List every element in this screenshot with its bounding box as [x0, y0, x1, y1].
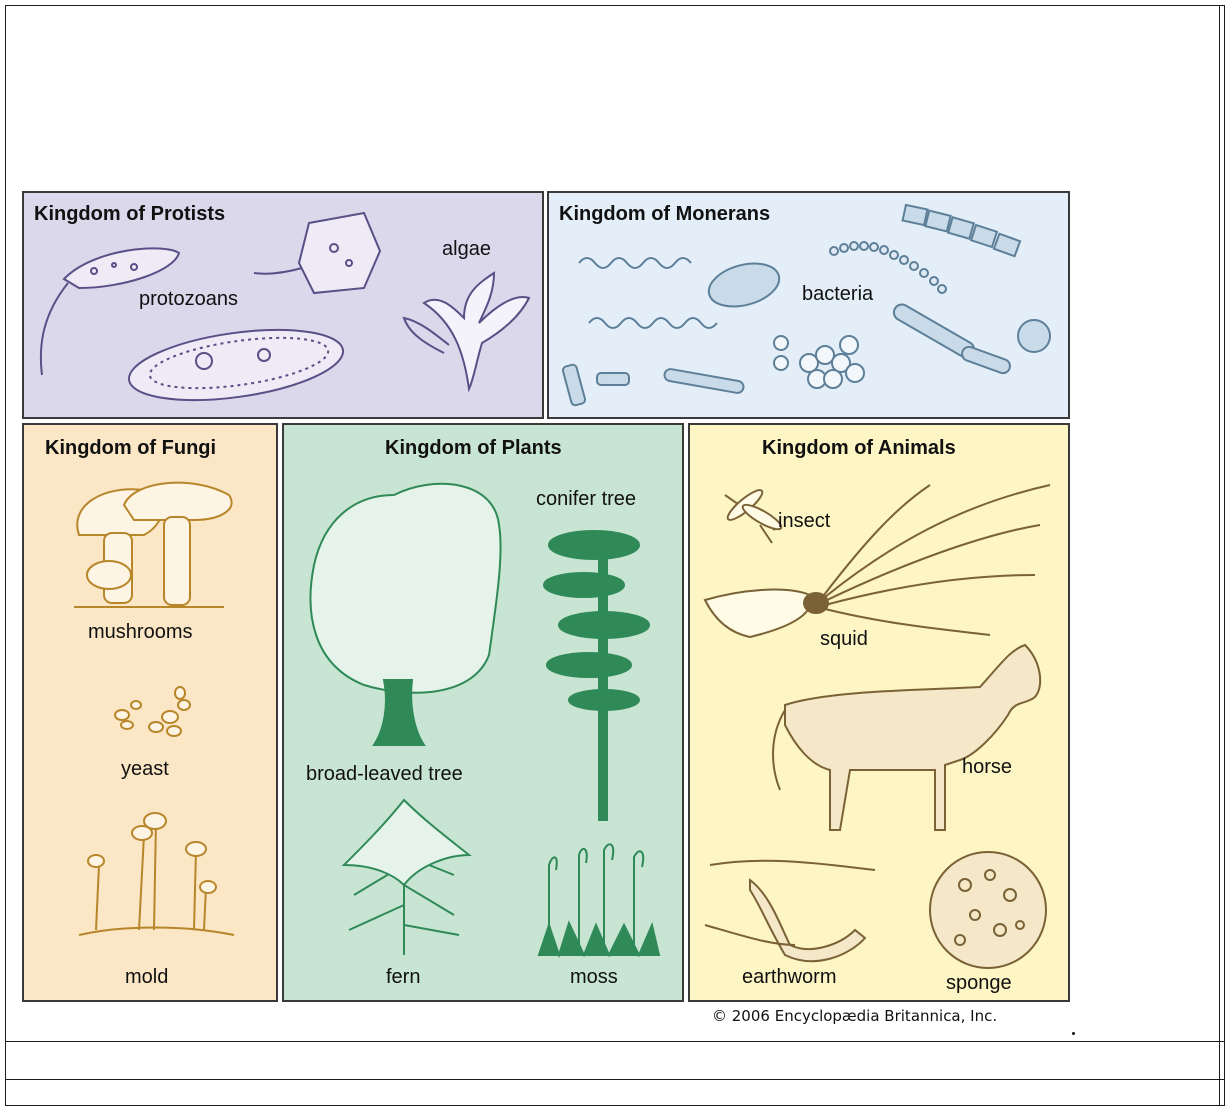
protozoan-amoeba-icon — [254, 213, 380, 293]
plant-illustrations: conifer tree broad-leaved tree fern moss — [284, 425, 682, 1000]
conifer-tree-label: conifer tree — [536, 488, 636, 510]
filament-chain-icon — [903, 205, 1020, 256]
panel-monerans: Kingdom of Monerans b — [547, 191, 1070, 419]
moneran-illustrations: bacteria — [549, 193, 1068, 417]
sponge-label: sponge — [946, 972, 1012, 994]
squid-label: squid — [820, 628, 868, 650]
panel-plants: Kingdom of Plants conifer tree broad-lea… — [282, 423, 684, 1002]
bacteria-label: bacteria — [802, 283, 874, 305]
mold-icon — [79, 813, 234, 935]
divider-line-1 — [5, 1041, 1225, 1042]
bacillus-icon — [704, 256, 784, 313]
insect-icon — [724, 486, 784, 543]
mold-label: mold — [125, 966, 168, 988]
horse-label: horse — [962, 756, 1012, 778]
fungi-illustrations: mushrooms yeast mold — [24, 425, 276, 1000]
yeast-label: yeast — [121, 758, 169, 780]
protozoans-label: protozoans — [139, 288, 238, 310]
moss-icon — [539, 844, 659, 955]
copyright-notice: © 2006 Encyclopædia Britannica, Inc. — [712, 1007, 997, 1025]
panel-animals: Kingdom of Animals — [688, 423, 1070, 1002]
fern-label: fern — [386, 966, 420, 988]
protozoan-paramecium-icon — [125, 318, 348, 411]
algae-icon — [404, 273, 529, 389]
conifer-tree-icon — [544, 531, 649, 820]
broad-leaved-tree-icon — [311, 484, 501, 745]
protist-illustrations: protozoans algae — [24, 193, 542, 417]
sponge-icon — [930, 852, 1046, 968]
panel-protists: Kingdom of Protists protozoans algae — [22, 191, 544, 419]
spirillum-icon — [579, 258, 691, 268]
panel-fungi: Kingdom of Fungi mushrooms yeast mold — [22, 423, 278, 1002]
mushrooms-label: mushrooms — [88, 621, 192, 643]
earthworm-icon — [705, 861, 875, 961]
yeast-icon — [115, 687, 190, 736]
algae-label: algae — [442, 238, 491, 260]
moss-label: moss — [570, 966, 618, 988]
mushrooms-icon — [74, 483, 232, 607]
divider-line-2 — [5, 1079, 1225, 1080]
right-frame-line — [1219, 5, 1220, 1106]
animal-illustrations: insect squid horse earthworm sponge — [690, 425, 1068, 1000]
earthworm-label: earthworm — [742, 966, 836, 988]
insect-label: insect — [778, 510, 831, 532]
horse-icon — [773, 645, 1040, 830]
fern-icon — [344, 800, 469, 955]
coccus-cluster-icon — [774, 336, 864, 388]
broad-leaved-tree-label: broad-leaved tree — [306, 763, 463, 785]
period-mark — [1072, 1032, 1075, 1035]
spirochete-icon — [589, 318, 717, 328]
